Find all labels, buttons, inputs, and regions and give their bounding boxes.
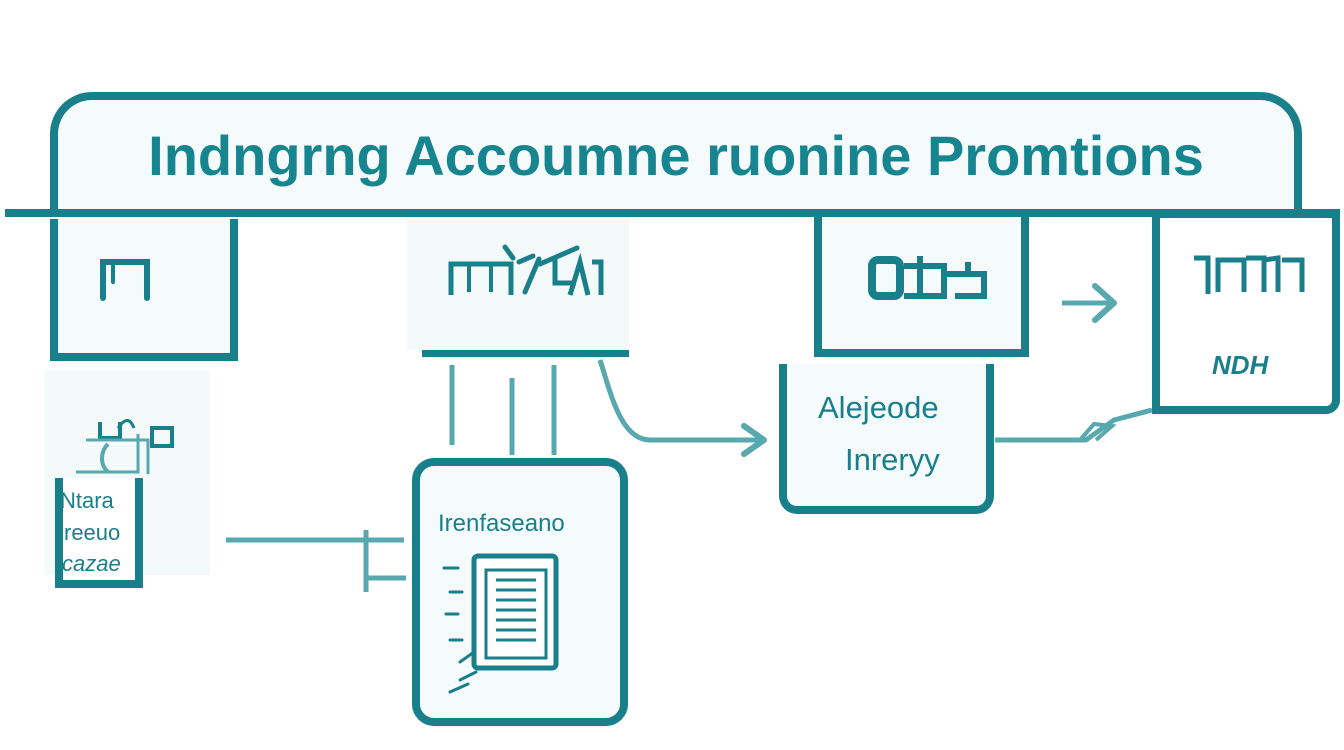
left-to-document-connector — [226, 530, 406, 592]
document-icon — [440, 548, 575, 698]
device-icon-svg — [448, 244, 604, 296]
title-banner: Indngrng Accoumne ruonine Promtions — [50, 92, 1302, 210]
clipboard-icon — [60, 410, 190, 490]
door-icon — [1190, 250, 1308, 298]
diagram-title: Indngrng Accoumne ruonine Promtions — [148, 123, 1204, 187]
left-label-line3: cazae — [62, 551, 121, 576]
top-center-node — [407, 218, 629, 350]
middle-right-node — [779, 364, 994, 514]
left-label-line1: Ntara — [60, 488, 114, 513]
center-node-label: Irenfaseano — [438, 510, 565, 537]
middle-right-to-far-right-connector — [995, 407, 1153, 443]
clipboard-icon-svg — [76, 419, 174, 474]
top-machine-to-far-right-arrowhead — [1092, 283, 1117, 323]
top-right-label: NDH — [1212, 350, 1269, 380]
door-icon-svg — [1194, 255, 1305, 294]
machine-icon-svg — [868, 256, 987, 300]
middle-right-to-far-right-hook — [1078, 421, 1117, 442]
header-divider — [5, 209, 1340, 217]
device-icon — [447, 244, 612, 302]
center-to-middle-right-arrowhead — [741, 423, 767, 457]
middle-right-label-line1: Alejeode — [818, 390, 939, 425]
bracket-icon-svg — [100, 259, 150, 301]
left-label-line2: reeuo — [64, 520, 121, 545]
document-icon-svg — [442, 553, 559, 694]
middle-right-label-line2: Inreryy — [845, 442, 940, 477]
center-to-middle-right-arrow — [597, 359, 762, 443]
bracket-icon — [93, 250, 163, 305]
far-right-node — [1152, 210, 1340, 414]
machine-icon — [868, 252, 996, 302]
top-center-underline — [422, 350, 629, 357]
left-lower-node — [55, 478, 143, 588]
